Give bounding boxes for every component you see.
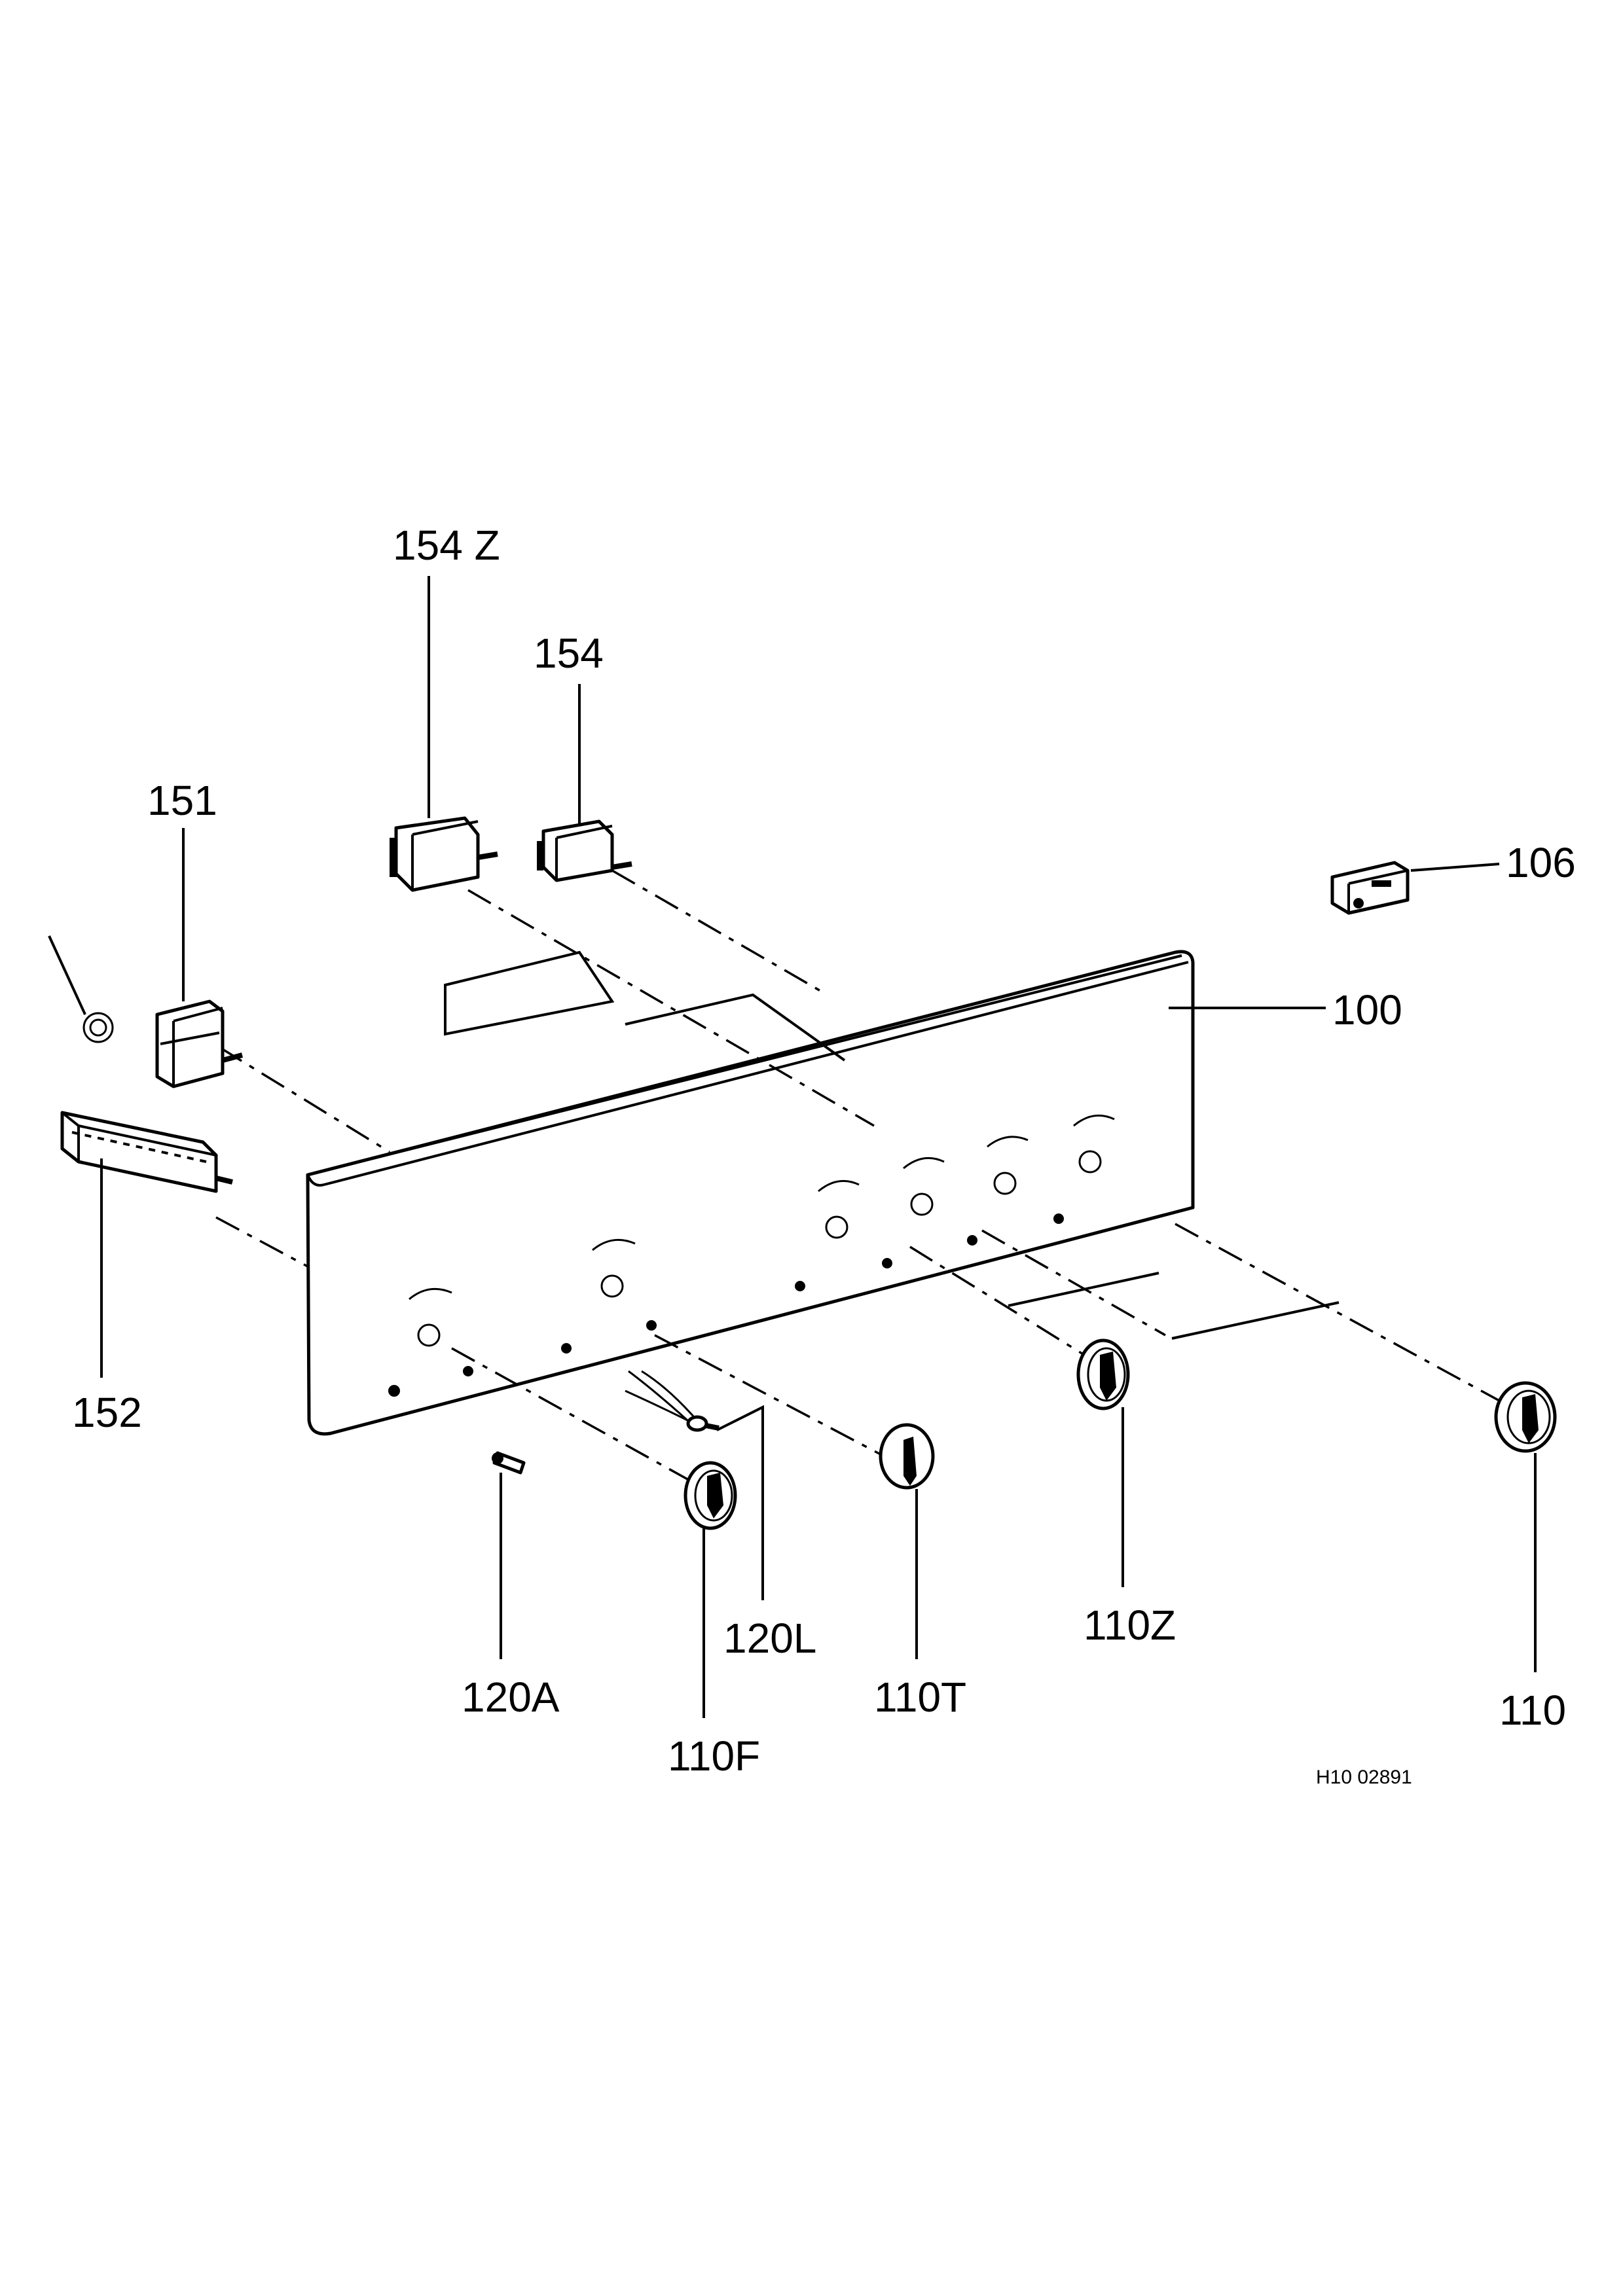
knob-110 — [1494, 1381, 1557, 1453]
label-106: 106 — [1506, 839, 1576, 886]
assembly-lines — [215, 869, 1500, 1480]
drawing-number: H10 02891 — [1316, 1767, 1412, 1788]
part-154z-switch — [390, 816, 498, 892]
label-120a: 120A — [462, 1674, 560, 1721]
label-120l: 120L — [723, 1615, 816, 1662]
part-154-switch — [537, 819, 632, 882]
part-151-thermostat — [48, 935, 244, 1088]
label-154: 154 — [534, 630, 604, 677]
part-120l-lamp — [625, 1370, 720, 1432]
part-106 — [1330, 861, 1410, 915]
knob-110f — [684, 1461, 737, 1530]
label-154z: 154 Z — [393, 522, 500, 569]
label-152: 152 — [72, 1389, 142, 1436]
label-151: 151 — [147, 777, 217, 824]
label-110f: 110F — [668, 1732, 760, 1780]
part-labels: 154 Z 154 151 106 100 152 120A 110F 120L… — [72, 522, 1576, 1788]
leader-lines — [100, 576, 1537, 1718]
part-120a-pin — [492, 1451, 526, 1475]
control-panel-part — [306, 950, 1195, 1436]
part-152-terminal-block — [60, 1111, 233, 1193]
knob-110t — [879, 1423, 935, 1490]
label-110z: 110Z — [1084, 1602, 1176, 1649]
label-110t: 110T — [874, 1674, 966, 1721]
label-110: 110 — [1499, 1687, 1566, 1734]
knob-110z — [1076, 1338, 1130, 1410]
panel-control-holes — [388, 1114, 1115, 1397]
label-100: 100 — [1332, 986, 1402, 1033]
